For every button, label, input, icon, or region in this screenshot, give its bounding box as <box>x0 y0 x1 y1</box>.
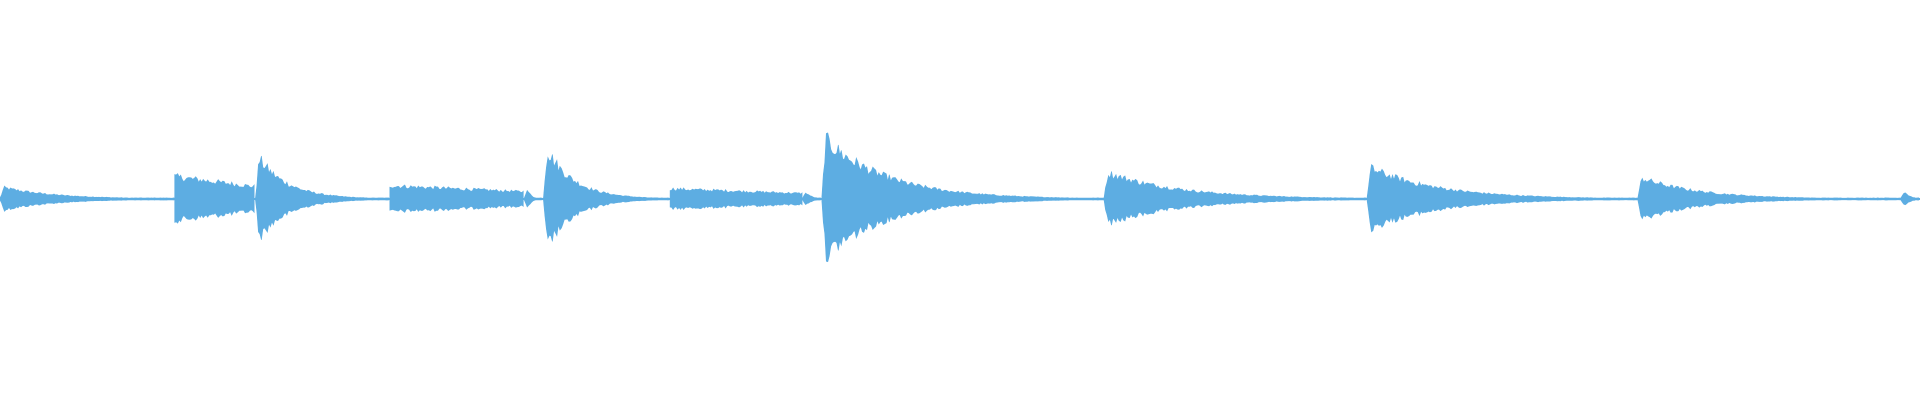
waveform-segment-6 <box>669 187 803 211</box>
waveform-segment-12 <box>1900 192 1920 206</box>
waveform-segment-5 <box>543 154 670 242</box>
waveform-segment-11 <box>1637 177 1901 220</box>
waveform-segment-1 <box>174 173 255 224</box>
waveform-segment-0 <box>0 185 175 212</box>
waveform-segment-9 <box>1103 171 1367 226</box>
waveform-segment-7 <box>802 192 821 206</box>
waveform-segment-2 <box>255 155 390 240</box>
waveform-segment-10 <box>1366 163 1638 233</box>
waveform-segment-4 <box>523 189 543 208</box>
waveform-envelope-group <box>0 132 1920 263</box>
waveform-segment-3 <box>389 184 524 213</box>
